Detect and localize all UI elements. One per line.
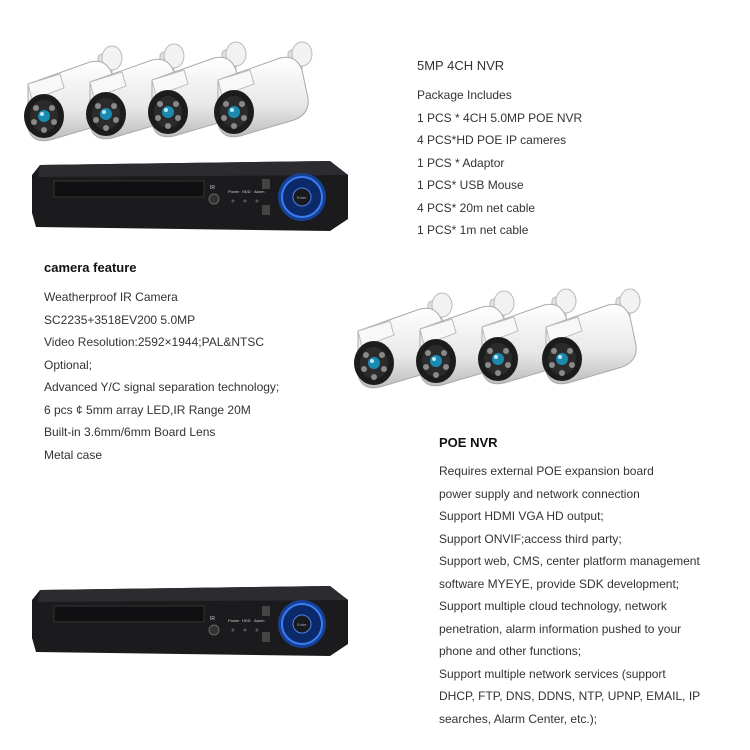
- poe-nvr-list: Requires external POE expansion board po…: [439, 460, 700, 730]
- enter-label: Enter: [297, 622, 307, 627]
- poe-line: Requires external POE expansion board: [439, 464, 654, 478]
- feature-line: Weatherproof IR Camera: [44, 290, 178, 304]
- package-item: 4 PCS* 20m net cable: [417, 200, 536, 215]
- poe-line: Support web, CMS, center platform manage…: [439, 554, 700, 568]
- package-item: 4 PCS*HD POE IP cameres: [417, 133, 567, 147]
- package-item: 1 PCS * 4CH 5.0MP POE NVR: [417, 110, 583, 125]
- ir-label: IR: [210, 616, 215, 622]
- feature-line: Advanced Y/C signal separation technolog…: [44, 380, 280, 394]
- camera-group-top: [20, 40, 360, 150]
- poe-line: Support multiple network services (suppo…: [439, 666, 666, 681]
- poe-line: software MYEYE, provide SDK development;: [439, 576, 680, 591]
- enter-label: Enter: [297, 195, 307, 200]
- hdd-label: HDD: [242, 618, 251, 623]
- nvr-device-bottom: IR Power HDD Alarm Enter: [30, 580, 350, 660]
- feature-line: Metal case: [44, 447, 103, 462]
- power-label: Power: [228, 189, 240, 194]
- poe-line: penetration, alarm information pushed to…: [439, 621, 682, 636]
- product-title: 5MP 4CH NVR: [417, 58, 505, 73]
- camera-group-middle: [350, 285, 690, 395]
- package-item: 1 PCS* USB Mouse: [417, 178, 524, 192]
- feature-line: Optional;: [44, 357, 93, 372]
- poe-line: Support multiple cloud technology, netwo…: [439, 599, 667, 613]
- camera-feature-list: Weatherproof IR Camera SC2235+3518EV200 …: [44, 286, 279, 466]
- hdd-label: HDD: [242, 189, 251, 194]
- power-label: Power: [228, 618, 240, 623]
- alarm-label: Alarm: [254, 189, 265, 194]
- nvr-image-bottom: IR Power HDD Alarm Enter: [32, 586, 348, 656]
- package-heading: Package Includes: [417, 88, 512, 102]
- alarm-label: Alarm: [254, 618, 265, 623]
- poe-line: Support ONVIF;access third party;: [439, 531, 622, 546]
- nvr-device-top: IR Power HDD Alarm Enter: [30, 155, 350, 235]
- package-item: 1 PCS * Adaptor: [417, 155, 505, 170]
- ir-label: IR: [210, 185, 215, 191]
- camera-feature-heading: camera feature: [44, 260, 137, 275]
- feature-line: Built-in 3.6mm/6mm Board Lens: [44, 425, 216, 439]
- cameras-image-top: [23, 41, 313, 142]
- feature-line: Video Resolution:2592×1944;PAL&NTSC: [44, 335, 265, 349]
- feature-line: SC2235+3518EV200 5.0MP: [44, 312, 196, 327]
- poe-line: searches, Alarm Center, etc.);: [439, 711, 598, 726]
- poe-line: Support HDMI VGA HD output;: [439, 509, 604, 523]
- poe-line: power supply and network connection: [439, 486, 640, 501]
- nvr-image-top: IR Power HDD Alarm Enter: [32, 161, 348, 231]
- package-item: 1 PCS* 1m net cable: [417, 223, 529, 237]
- package-list: Package Includes 1 PCS * 4CH 5.0MP POE N…: [417, 84, 582, 242]
- poe-line: phone and other functions;: [439, 644, 582, 658]
- poe-nvr-heading: POE NVR: [439, 435, 498, 450]
- feature-line: 6 pcs ¢ 5mm array LED,IR Range 20M: [44, 402, 251, 417]
- poe-line: DHCP, FTP, DNS, DDNS, NTP, UPNP, EMAIL, …: [439, 689, 701, 703]
- cameras-image-middle: [353, 288, 641, 389]
